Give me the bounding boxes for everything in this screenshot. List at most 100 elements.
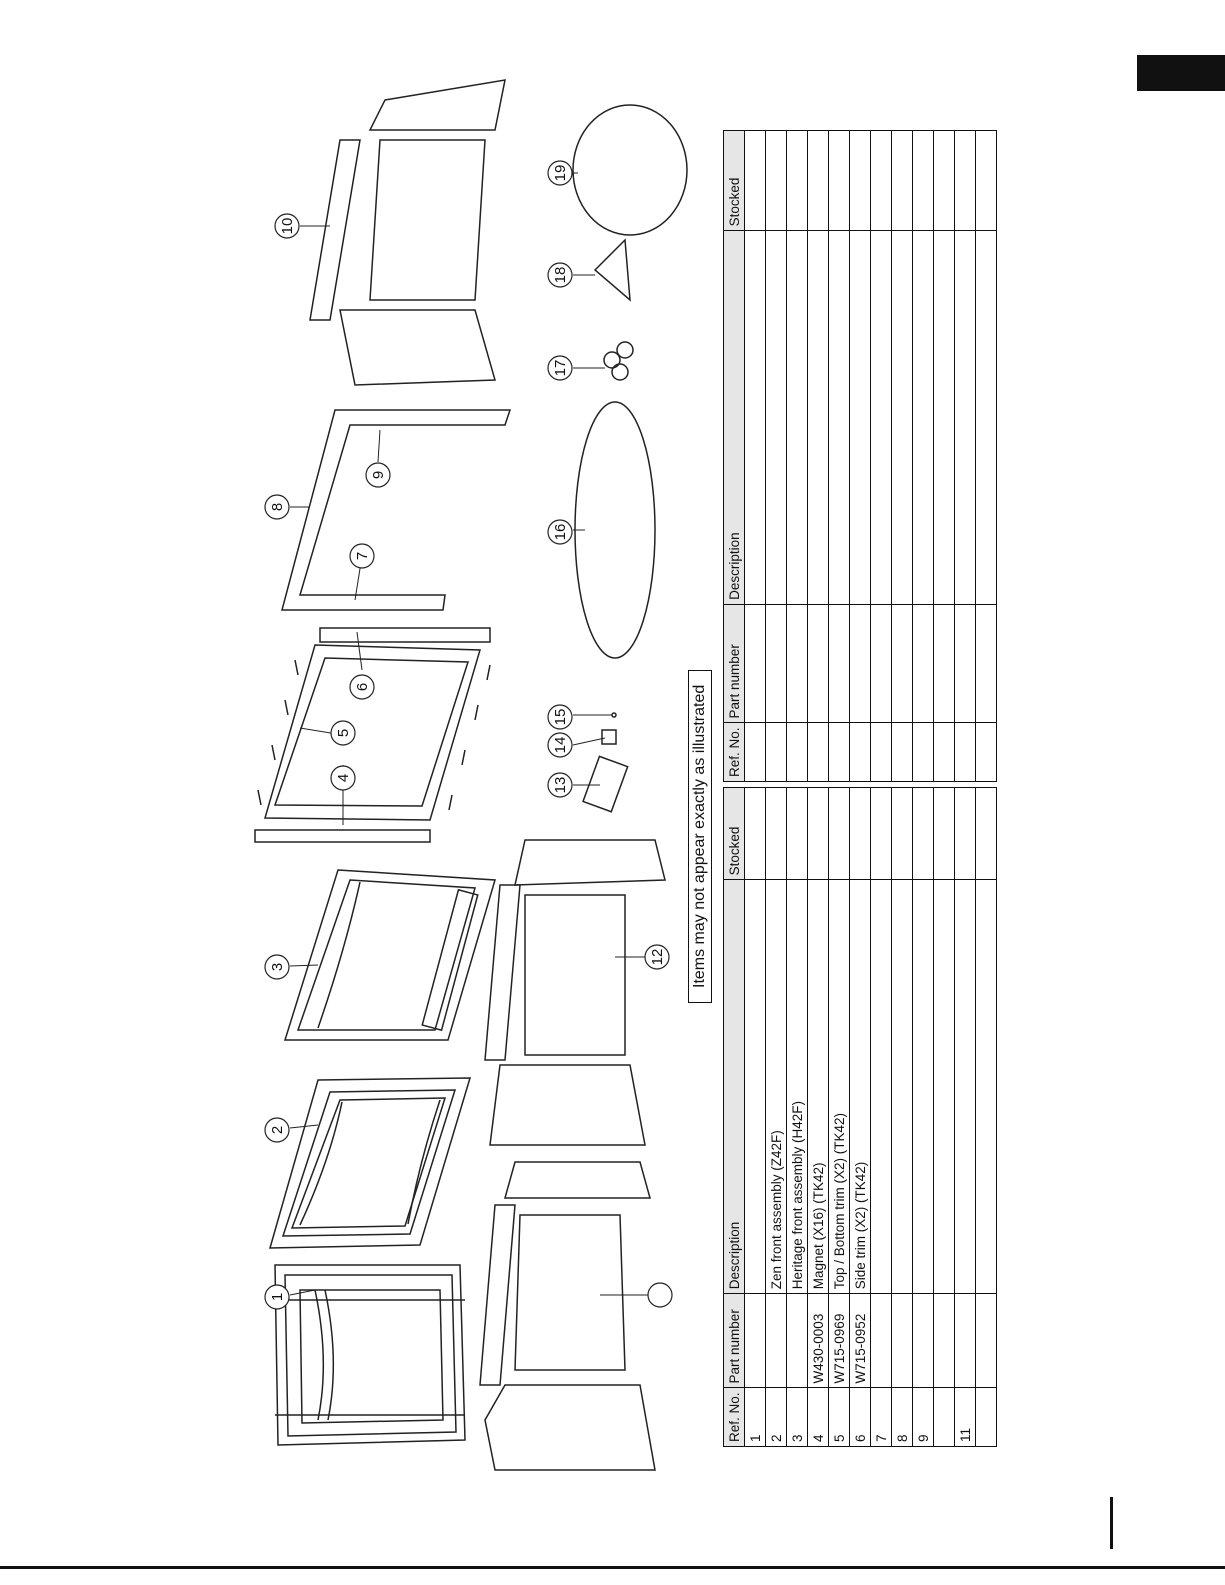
cell-part [786, 1293, 808, 1388]
cell-ref: 3 [786, 1387, 808, 1447]
cell-stocked [912, 130, 934, 231]
callout-18: 18 [552, 267, 569, 284]
cell-part [954, 1293, 976, 1388]
cell-stocked [933, 130, 955, 231]
cell-stocked [807, 130, 829, 231]
cell-ref [912, 722, 934, 782]
cell-part [912, 604, 934, 723]
callout-1: 1 [269, 1293, 286, 1301]
cell-ref [765, 722, 787, 782]
table-row [933, 130, 955, 782]
cell-part [912, 1293, 934, 1388]
cell-stocked [828, 787, 850, 880]
cell-desc [765, 230, 787, 605]
cell-stocked [975, 787, 997, 880]
part-1-door-frame [274, 1264, 466, 1446]
cell-part [870, 1293, 892, 1388]
cell-desc [912, 230, 934, 605]
cell-part [891, 604, 913, 723]
illustration-note: Items may not appear exactly as illustra… [688, 669, 712, 1003]
callout-3: 3 [269, 963, 286, 971]
table-row: 3 Heritage front assembly (H42F) [786, 787, 808, 1447]
table-row [807, 130, 829, 782]
table-row [954, 130, 976, 782]
cell-desc [744, 879, 766, 1294]
cell-stocked [954, 787, 976, 880]
table-row [912, 130, 934, 782]
cell-ref [933, 722, 955, 782]
cell-ref [891, 722, 913, 782]
cell-part [891, 1293, 913, 1388]
cell-part [975, 1293, 997, 1388]
cell-desc [933, 879, 955, 1294]
cell-ref: 5 [828, 1387, 850, 1447]
col-stocked: Stocked [723, 787, 745, 880]
table-row: 8 [891, 787, 913, 1447]
cell-ref [933, 1387, 955, 1447]
cell-part: W715-0969 [828, 1293, 850, 1388]
table-row: 7 [870, 787, 892, 1447]
part-10-firebox-panels [309, 79, 506, 386]
section-tab [1137, 55, 1225, 91]
part-2-zen-front [268, 1077, 472, 1249]
note-container: Items may not appear exactly as illustra… [688, 669, 712, 1003]
cell-part [975, 604, 997, 723]
col-part: Part number [723, 1293, 745, 1388]
table-row [933, 787, 955, 1447]
cell-desc [870, 230, 892, 605]
cell-desc [954, 230, 976, 605]
parts-table-left-wrap: Ref. No. Part number Description Stocked… [723, 787, 997, 1447]
cell-ref [975, 722, 997, 782]
cell-ref [870, 722, 892, 782]
col-desc: Description [723, 230, 745, 605]
part-7-8-9-l-trim [281, 409, 512, 611]
cell-stocked [975, 130, 997, 231]
cell-ref [786, 722, 808, 782]
cell-desc: Top / Bottom trim (X2) (TK42) [828, 879, 850, 1294]
footer-rule [0, 1566, 1225, 1569]
table-row [975, 130, 997, 782]
callout-19: 19 [552, 165, 569, 182]
cell-ref [807, 722, 829, 782]
cell-ref: 2 [765, 1387, 787, 1447]
cell-desc [975, 879, 997, 1294]
cell-stocked [807, 787, 829, 880]
cell-ref [828, 722, 850, 782]
cell-desc [744, 230, 766, 605]
table-header-row: Ref. No. Part number Description Stocked [723, 130, 745, 782]
table-row [870, 130, 892, 782]
cell-ref [744, 722, 766, 782]
cell-part [933, 1293, 955, 1388]
table-row [765, 130, 787, 782]
table-row [849, 130, 871, 782]
cell-stocked [849, 130, 871, 231]
table-row [786, 130, 808, 782]
cell-stocked [744, 130, 766, 231]
cell-stocked [744, 787, 766, 880]
cell-desc [891, 230, 913, 605]
small-parts [572, 104, 688, 813]
cell-ref [954, 722, 976, 782]
callout-7: 7 [354, 552, 371, 560]
callout-6: 6 [354, 683, 371, 691]
cell-desc [954, 879, 976, 1294]
cell-stocked [828, 130, 850, 231]
cell-desc [912, 879, 934, 1294]
cell-stocked [765, 787, 787, 880]
callout-8: 8 [269, 503, 286, 511]
cell-desc [933, 230, 955, 605]
cell-desc: Heritage front assembly (H42F) [786, 879, 808, 1294]
cell-desc [849, 230, 871, 605]
cell-desc: Side trim (X2) (TK42) [849, 879, 871, 1294]
callout-16: 16 [552, 524, 569, 541]
table-header-row: Ref. No. Part number Description Stocked [723, 787, 745, 1447]
cell-part [933, 604, 955, 723]
cell-desc [870, 879, 892, 1294]
callout-14: 14 [552, 737, 569, 754]
cell-part: W430-0003 [807, 1293, 829, 1388]
table-row [744, 130, 766, 782]
